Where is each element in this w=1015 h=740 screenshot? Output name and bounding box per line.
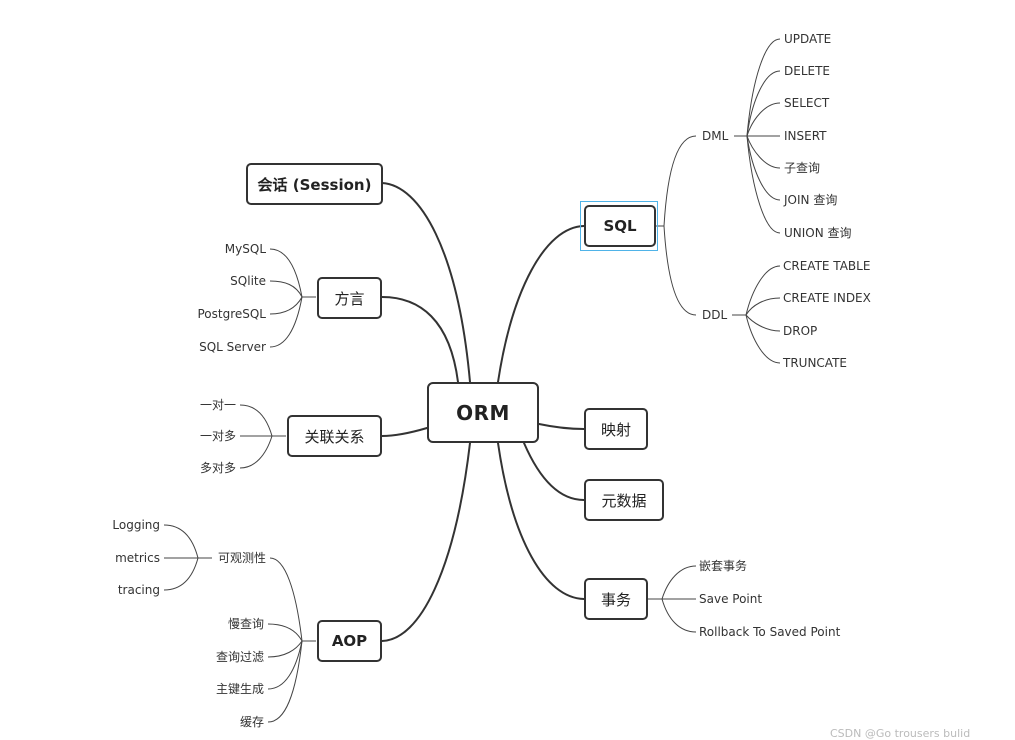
node-dml[interactable]: DML [702,129,729,143]
leaf-ddl-truncate[interactable]: TRUNCATE [783,356,847,370]
node-transaction[interactable]: 事务 [584,578,648,620]
edge-mapping [538,423,585,430]
leaf-dml-insert[interactable]: INSERT [784,129,827,143]
selection-highlight [580,201,658,251]
node-aop[interactable]: AOP [317,620,382,662]
node-sql[interactable]: SQL [584,205,656,247]
node-session[interactable]: 会话 (Session) [246,163,383,205]
leaf-obs-logging[interactable]: Logging [112,518,160,532]
leaf-tx-savepoint[interactable]: Save Point [699,592,763,606]
leaf-relation-one-to-many[interactable]: 一对多 [199,429,236,443]
leaf-dialect-sqlite[interactable]: SQlite [230,274,266,288]
leaf-tx-nested[interactable]: 嵌套事务 [699,559,748,573]
edge-transaction [497,442,585,600]
node-relation[interactable]: 关联关系 [287,415,382,457]
leaf-aop-pk-generation[interactable]: 主键生成 [215,682,264,696]
leaf-ddl-create-table[interactable]: CREATE TABLE [783,259,871,273]
leaf-dml-subquery[interactable]: 子查询 [784,161,821,175]
leaf-ddl-create-index[interactable]: CREATE INDEX [783,291,871,305]
leaf-tx-rollback[interactable]: Rollback To Saved Point [699,625,841,639]
root-node-orm[interactable]: ORM [427,382,539,443]
leaf-dml-join[interactable]: JOIN 查询 [784,193,838,207]
edge-aop [381,442,471,642]
leaf-aop-query-filter[interactable]: 查询过滤 [215,650,264,664]
watermark: CSDN @Go trousers bulid [830,727,971,740]
node-observability[interactable]: 可观测性 [217,551,266,565]
leaf-relation-one-to-one[interactable]: 一对一 [199,398,236,412]
leaf-dml-delete[interactable]: DELETE [784,64,831,78]
edge-dialect [381,296,459,383]
node-dialect[interactable]: 方言 [317,277,382,319]
leaf-dml-update[interactable]: UPDATE [784,32,832,46]
edge-session [381,182,471,383]
edge-relation [381,427,428,437]
leaf-dialect-sqlserver[interactable]: SQL Server [199,340,266,354]
leaf-ddl-drop[interactable]: DROP [783,324,818,338]
leaf-dml-union[interactable]: UNION 查询 [784,226,852,240]
leaf-aop-slow-query[interactable]: 慢查询 [227,617,264,631]
edge-sql [497,225,585,383]
leaf-dml-select[interactable]: SELECT [784,96,830,110]
leaf-dialect-mysql[interactable]: MySQL [224,242,266,256]
leaf-aop-cache[interactable]: 缓存 [239,715,264,729]
edge-metadata [523,442,585,501]
node-ddl[interactable]: DDL [702,308,728,322]
node-mapping[interactable]: 映射 [584,408,648,450]
leaf-dialect-postgresql[interactable]: PostgreSQL [197,307,266,321]
leaf-relation-many-to-many[interactable]: 多对多 [199,461,236,475]
leaf-obs-tracing[interactable]: tracing [117,583,160,597]
node-metadata[interactable]: 元数据 [584,479,664,521]
leaf-obs-metrics[interactable]: metrics [115,551,160,565]
